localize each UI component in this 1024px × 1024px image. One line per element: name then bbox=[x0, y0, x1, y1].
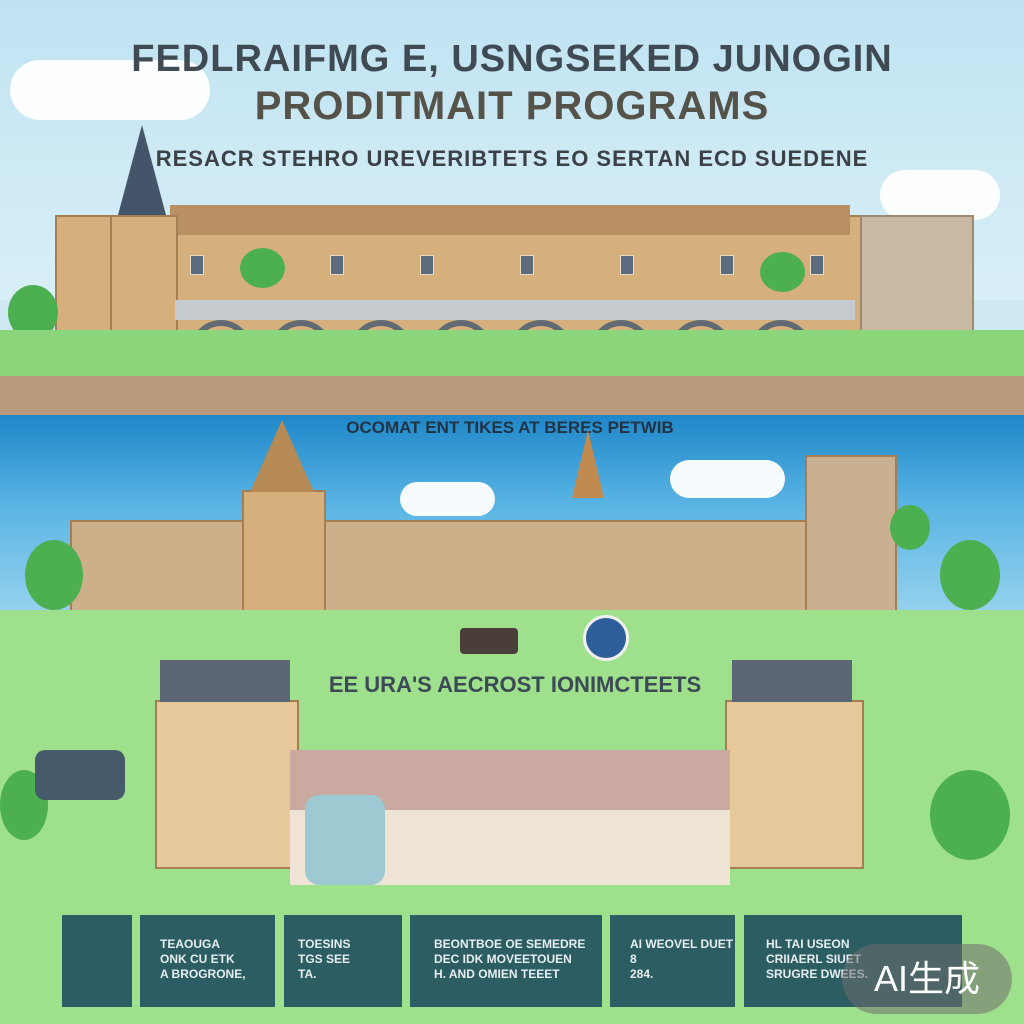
window bbox=[720, 255, 734, 275]
tree bbox=[240, 248, 285, 288]
card-line: AI WEOVEL DUET bbox=[630, 937, 734, 951]
info-card-1 bbox=[62, 915, 132, 1007]
kiosk-roof bbox=[35, 750, 125, 800]
middle-caption: OCOMAT ENT TIKES AT BERES PETWIB bbox=[346, 418, 674, 437]
card-line: TA. bbox=[298, 967, 317, 981]
card-line: A BROGRONE, bbox=[160, 967, 246, 981]
window bbox=[620, 255, 634, 275]
tree bbox=[25, 540, 83, 610]
campus-building-middle bbox=[70, 520, 874, 616]
info-card-3: TOESINS TGS SEE TA. bbox=[284, 915, 402, 1007]
college-roof bbox=[170, 205, 850, 235]
gothic-tower bbox=[805, 455, 897, 616]
cloud bbox=[400, 482, 495, 516]
card-line: 8 bbox=[630, 952, 637, 966]
road bbox=[0, 376, 1024, 416]
card-line: TEAOUGA bbox=[160, 937, 220, 951]
card-line: TGS SEE bbox=[298, 952, 351, 966]
spire-left bbox=[118, 125, 166, 215]
headline-line-1: FEDLRAIFMG E, USNGSEKED JUNOGIN bbox=[131, 38, 893, 80]
dome bbox=[250, 420, 314, 492]
cloister-beam bbox=[175, 300, 855, 320]
tree bbox=[940, 540, 1000, 610]
card-line: CRIIAERL SIUET bbox=[766, 952, 862, 966]
card-line: 284. bbox=[630, 967, 654, 981]
lower-caption: EE URA'S AECROST IONIMCTEETS bbox=[328, 672, 702, 697]
window bbox=[330, 255, 344, 275]
window bbox=[190, 255, 204, 275]
info-card-2: TEAOUGA ONK CU ETK A BROGRONE, bbox=[140, 915, 275, 1007]
window bbox=[420, 255, 434, 275]
spire-middle bbox=[572, 430, 604, 498]
headline-line-2: PRODITMAIT PROGRAMS bbox=[254, 84, 770, 128]
card-line: BEONTBOE OE SEMEDRE bbox=[434, 937, 586, 951]
info-card-5: AI WEOVEL DUET 8 284. bbox=[610, 915, 735, 1007]
window bbox=[810, 255, 824, 275]
house-left bbox=[155, 700, 299, 869]
house-right-roof bbox=[732, 660, 852, 702]
glass-booth bbox=[305, 795, 385, 885]
card-line: HL TAI USEON bbox=[766, 937, 850, 951]
tree bbox=[890, 505, 930, 550]
tree bbox=[760, 252, 805, 292]
card-line: ONK CU ETK bbox=[160, 952, 235, 966]
chapel-middle bbox=[242, 490, 326, 616]
house-left-roof bbox=[160, 660, 290, 702]
globe-icon bbox=[583, 615, 629, 661]
card-line: H. AND OMIEN TEEET bbox=[434, 967, 560, 981]
cloud-right bbox=[880, 170, 1000, 220]
card-line: TOESINS bbox=[298, 937, 351, 951]
card-line: DEC IDK MOVEETOUEN bbox=[434, 952, 572, 966]
window bbox=[520, 255, 534, 275]
tree bbox=[930, 770, 1010, 860]
ai-generated-badge: AI生成 bbox=[842, 944, 1012, 1014]
cloud bbox=[670, 460, 785, 498]
info-card-4: BEONTBOE OE SEMEDRE DEC IDK MOVEETOUEN H… bbox=[410, 915, 602, 1007]
cloud-left bbox=[10, 60, 210, 120]
headline-line-3: RESACR STEHRO UREVERIBTETS EO SERTAN ECD… bbox=[155, 146, 869, 171]
student-desk bbox=[460, 628, 518, 654]
house-right bbox=[725, 700, 864, 869]
